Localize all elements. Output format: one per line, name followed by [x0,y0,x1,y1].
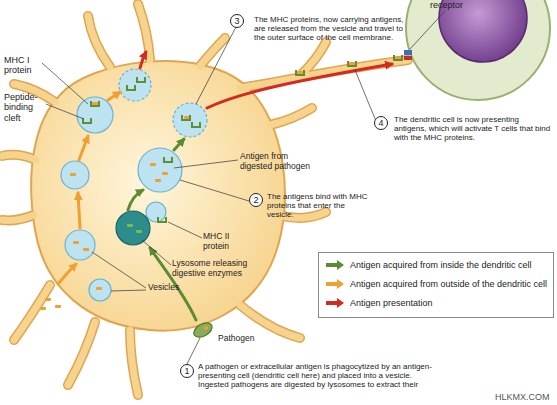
dendrite-outline [2,4,408,395]
callout-number: 2 [249,193,263,207]
callout-number: 1 [180,364,194,378]
bound-antigen [92,56,401,119]
legend-text: Antigen presentation [350,298,433,308]
part-label: Antigen from digested pathogen [240,152,310,172]
part-label: MHC II protein [203,232,253,252]
step-note: A pathogen or extracellular antigen is p… [198,362,444,390]
lysosome [116,211,150,245]
step-note: The antigens bind with MHC proteins that… [267,192,369,220]
part-label: receptor [430,0,463,10]
callout-number: 4 [374,116,388,130]
step-note: The MHC proteins, now carrying antigens,… [254,15,416,43]
part-label: Pathogen [218,334,254,344]
part-label: Lysosome releasing digestive enzymes [172,259,268,279]
pathogen [191,320,214,340]
part-label: Peptide-binding cleft [4,92,48,123]
watermark: HLKMX.COM [495,392,550,402]
step-note: The dendritic cell is now presenting ant… [394,115,552,143]
t-cell [406,0,550,100]
part-label: MHC I protein [4,55,44,76]
legend-swatch [326,298,344,308]
legend-item: Antigen acquired from inside the dendrit… [326,259,532,271]
part-label: Vesicles [148,283,179,293]
callout-number: 3 [230,14,244,28]
t-cell-receptor [404,56,412,60]
legend-swatch [326,260,344,270]
legend-item: Antigen presentation [326,297,433,309]
mhc-protein [83,55,402,222]
legend-item: Antigen acquired from outside of the den… [326,278,547,290]
legend-swatch [326,279,344,289]
dendrite-fill [2,4,408,395]
cell-body [31,61,285,331]
legend-text: Antigen acquired from outside of the den… [350,279,547,289]
legend-text: Antigen acquired from inside the dendrit… [350,260,532,270]
t-cell-receptor [404,50,412,55]
